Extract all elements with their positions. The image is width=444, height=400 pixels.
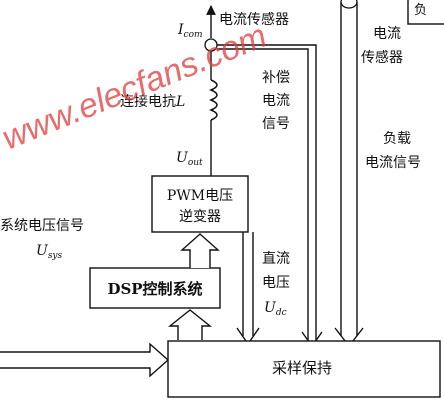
load-line-1: 电流信号 bbox=[365, 155, 421, 171]
uout-label: Uout bbox=[176, 150, 203, 168]
load-line-0: 负载 bbox=[383, 131, 411, 147]
corner-label: 负 bbox=[414, 3, 427, 18]
dc-line-0: 直流 bbox=[262, 250, 290, 267]
comp-line-0: 补偿 bbox=[262, 70, 290, 86]
current-label: Icom bbox=[177, 22, 203, 40]
sample-hold-box bbox=[167, 340, 441, 398]
dsp-to-pwm-arrow bbox=[180, 233, 220, 268]
sys-voltage-symbol: Usys bbox=[36, 243, 63, 261]
watermark: www.elecfans.com bbox=[0, 17, 272, 158]
comp-line-1: 电流 bbox=[262, 93, 290, 109]
sample-to-dsp-arrow bbox=[168, 309, 212, 340]
sys-voltage-label: 系统电压信号 bbox=[0, 218, 84, 234]
dsp-label: DSP控制系统 bbox=[107, 280, 202, 298]
dsp-box bbox=[89, 267, 221, 309]
load-sensor-circle bbox=[340, 0, 358, 9]
inductor-coil bbox=[209, 79, 218, 121]
comp-signal-line-2 bbox=[217, 48, 309, 340]
reactor-label: 连接电抗L bbox=[120, 93, 185, 110]
pwm-line-0: PWM电压 bbox=[167, 188, 233, 204]
sys-voltage-arrow bbox=[0, 342, 170, 378]
comp-signal-line-1 bbox=[217, 44, 317, 340]
sensor-top-label: 电流传感器 bbox=[219, 11, 289, 28]
corner-box bbox=[407, 0, 444, 25]
sensor-right-line-2: 传感器 bbox=[361, 49, 403, 66]
pwm-line-1: 逆变器 bbox=[179, 209, 221, 225]
sample-label: 采样保持 bbox=[272, 359, 332, 377]
pwm-inverter-box bbox=[151, 175, 249, 233]
udc-label: Udc bbox=[264, 300, 287, 318]
sensor-right-line-1: 电流 bbox=[373, 26, 401, 42]
comp-line-2: 信号 bbox=[262, 116, 290, 132]
dc-line-1: 电压 bbox=[262, 275, 290, 291]
